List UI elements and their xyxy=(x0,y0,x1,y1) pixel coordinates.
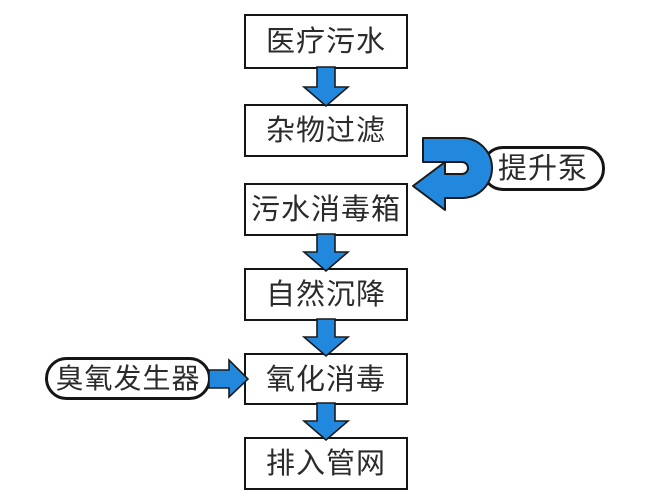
node-label: 排入管网 xyxy=(265,446,386,480)
arrow-wastewater-to-filtration-icon xyxy=(301,66,351,108)
node-discharge-pipe-network[interactable]: 排入管网 xyxy=(244,437,408,490)
arrow-sedimentation-to-oxidation-icon xyxy=(301,318,351,358)
node-medical-wastewater[interactable]: 医疗污水 xyxy=(244,14,408,69)
node-sewage-disinfection-tank[interactable]: 污水消毒箱 xyxy=(244,183,408,236)
node-debris-filtration[interactable]: 杂物过滤 xyxy=(244,104,408,157)
node-oxidation-disinfection[interactable]: 氧化消毒 xyxy=(244,353,408,405)
node-lift-pump[interactable]: 提升泵 xyxy=(481,146,605,191)
node-label: 污水消毒箱 xyxy=(250,192,401,226)
node-label: 医疗污水 xyxy=(265,24,386,58)
node-natural-sedimentation[interactable]: 自然沉降 xyxy=(244,268,408,321)
node-label: 提升泵 xyxy=(497,151,588,185)
arrow-ozone-to-oxidation-icon xyxy=(208,358,250,399)
node-label: 臭氧发生器 xyxy=(55,361,201,395)
arrow-tank-to-sedimentation-icon xyxy=(301,233,351,273)
node-ozone-generator[interactable]: 臭氧发生器 xyxy=(45,357,211,400)
arrow-oxidation-to-discharge-icon xyxy=(301,402,351,442)
node-label: 氧化消毒 xyxy=(265,361,386,396)
node-label: 自然沉降 xyxy=(265,277,386,311)
node-label: 杂物过滤 xyxy=(265,113,386,147)
